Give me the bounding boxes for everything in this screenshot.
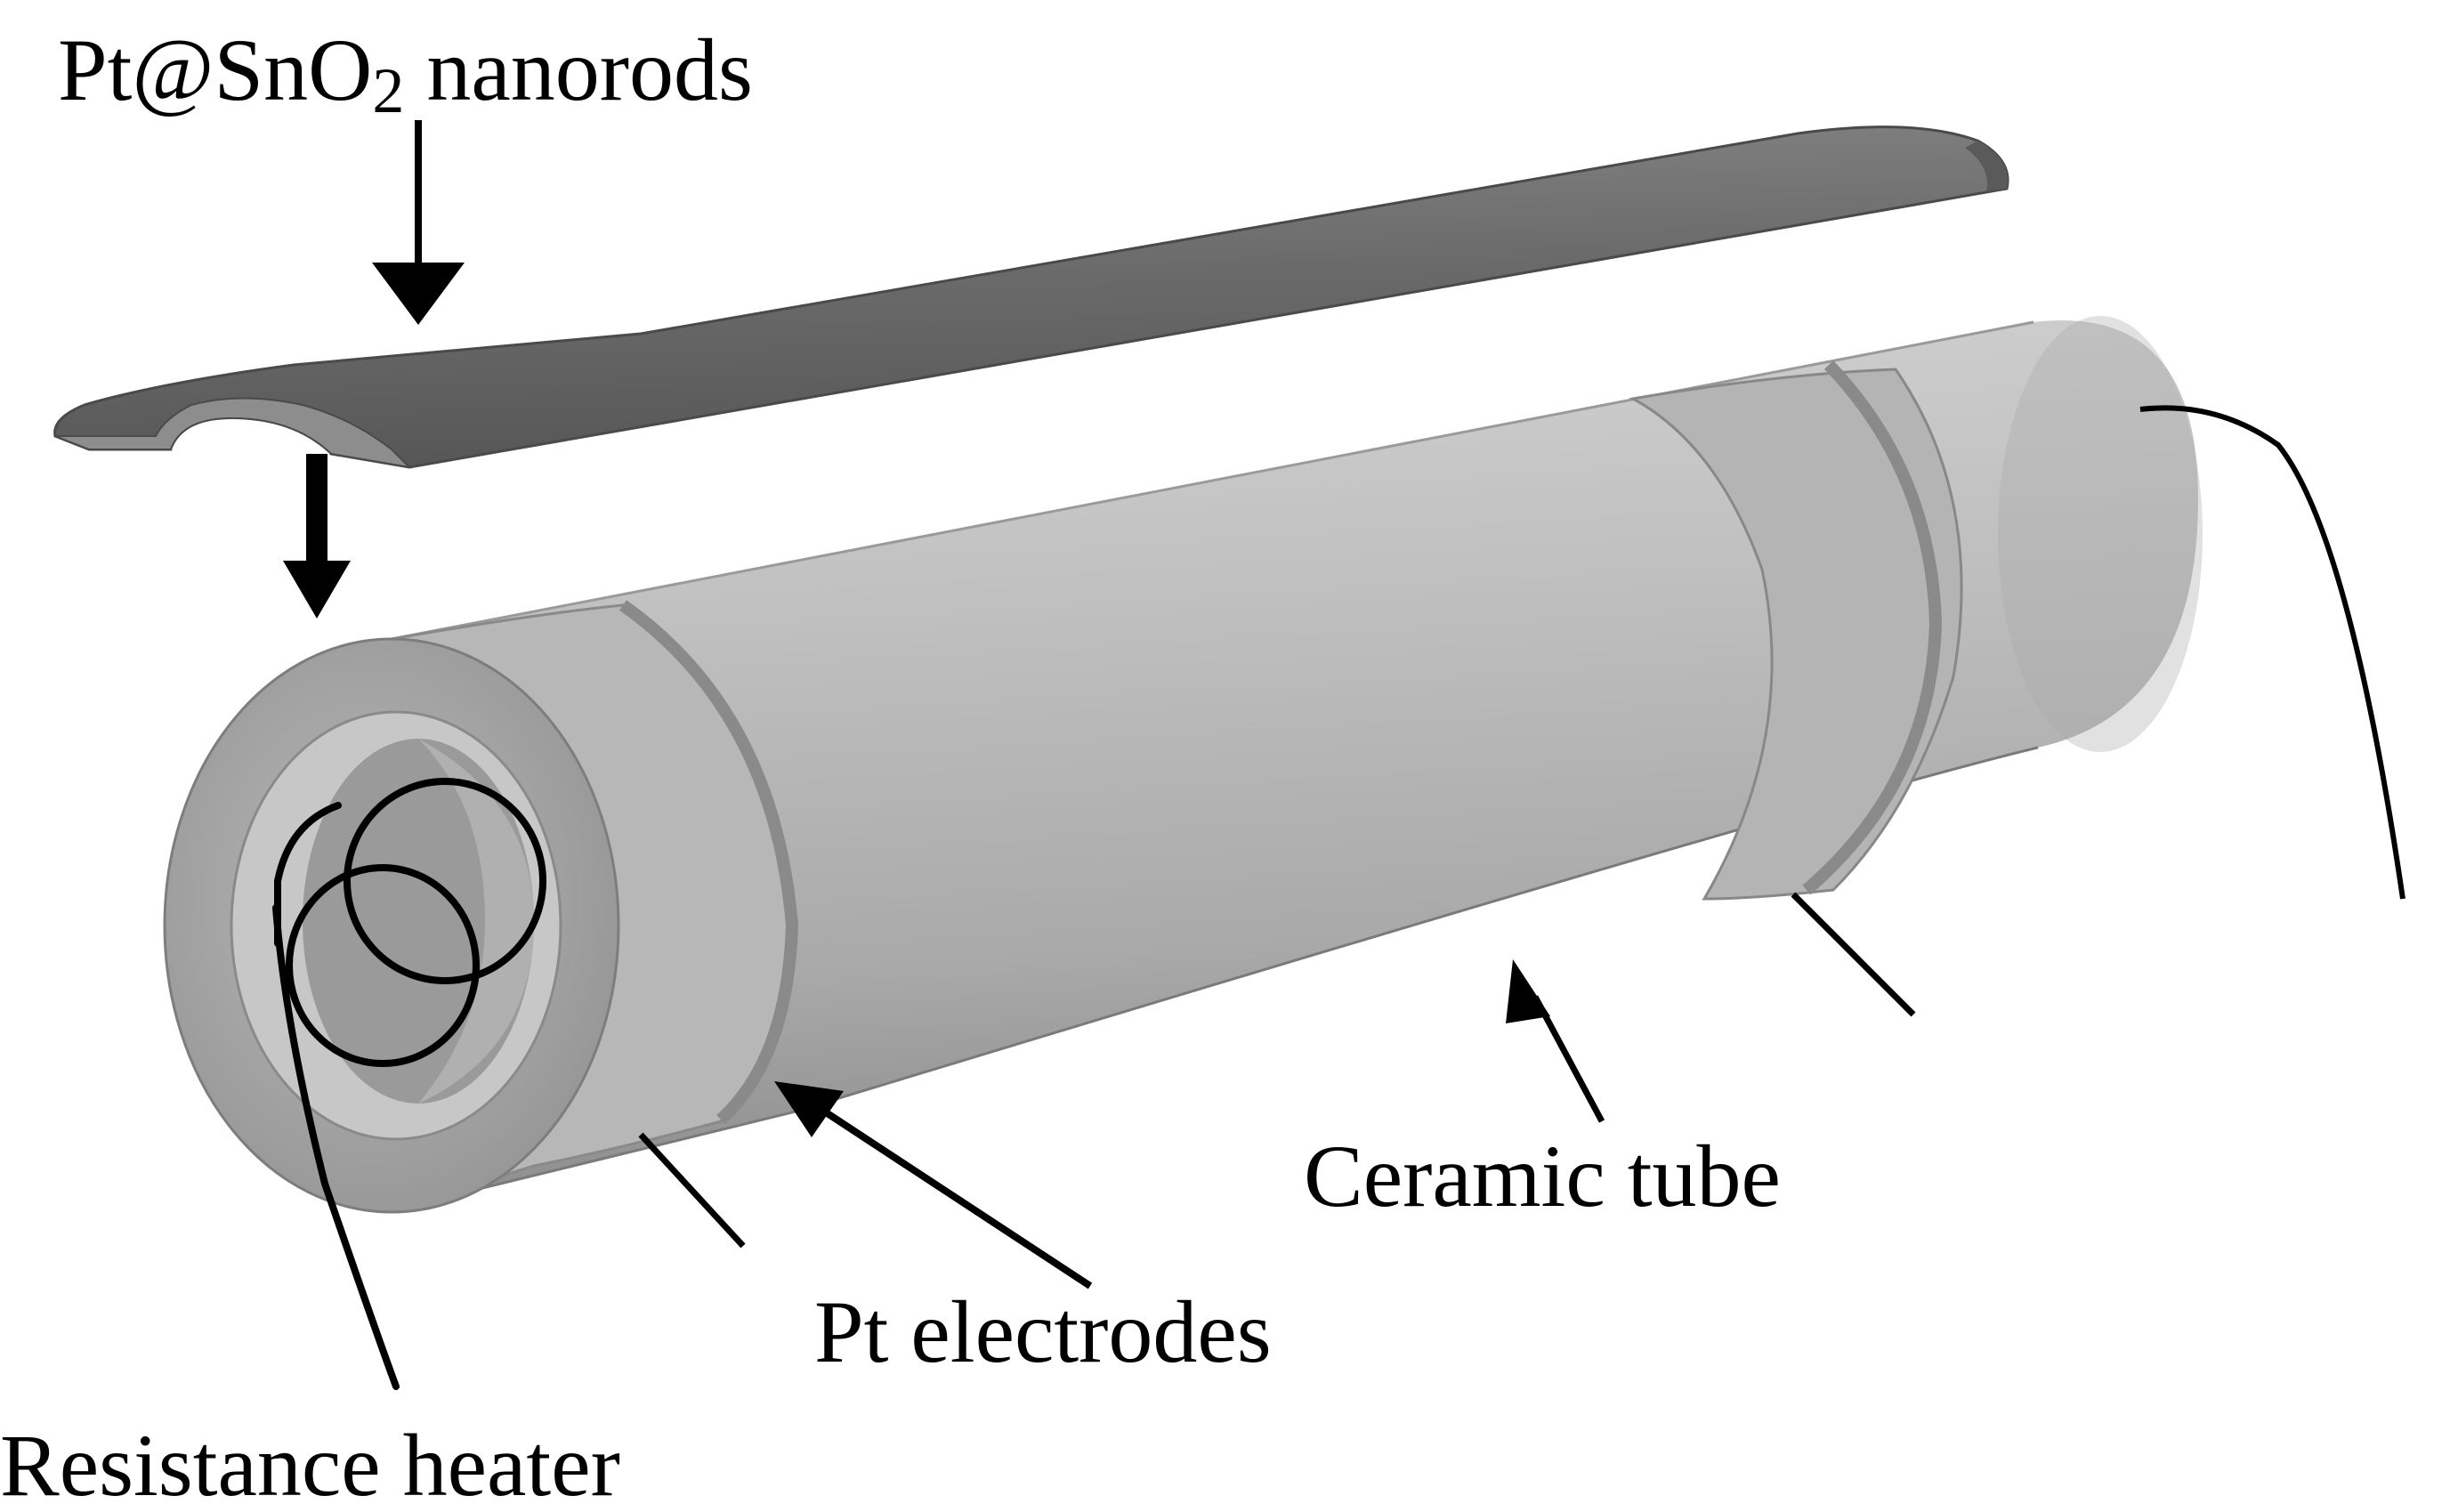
label-ceramic-tube: Ceramic tube [1304, 1127, 1781, 1225]
nanorod-shell [53, 125, 2009, 469]
ceramic-tube [391, 316, 2203, 1212]
arrow-assembly [283, 454, 351, 619]
arrow-ceramic-tube [1506, 959, 1605, 1123]
arrow-nanorods [372, 120, 465, 325]
pointer-electrode-left [638, 1132, 746, 1249]
arrow-pt-electrodes [774, 1081, 1093, 1290]
label-nanorods: Pt@SnO2 nanorods [58, 20, 753, 126]
label-pt-electrodes: Pt electrodes [814, 1282, 1272, 1381]
tube-end-face [163, 637, 620, 1214]
resistance-heater [272, 778, 546, 1390]
label-resistance-heater: Resistance heater [0, 1416, 620, 1512]
pt-electrode-right [1629, 360, 1963, 901]
far-lead-wire [2139, 405, 2405, 900]
pointer-electrode-right [1791, 892, 1916, 1017]
